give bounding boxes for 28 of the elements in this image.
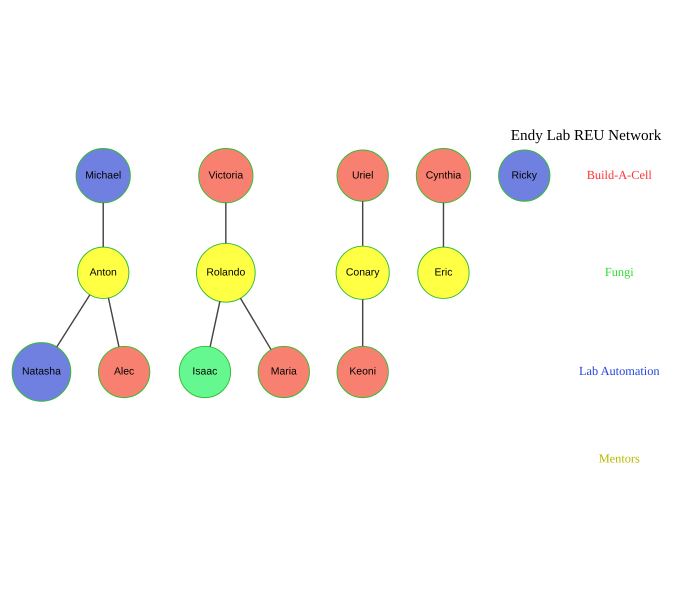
- connector: [56, 294, 90, 348]
- connector: [442, 202, 444, 247]
- node-circle: Ricky: [498, 150, 550, 202]
- node-circle: Michael: [76, 148, 131, 204]
- connector: [108, 298, 120, 347]
- legend-label: Build-A-Cell: [586, 168, 652, 182]
- node-circle: Conary: [336, 246, 390, 300]
- node-circle: Eric: [417, 246, 470, 299]
- diagram-title: Endy Lab REU Network: [510, 126, 662, 144]
- node-circle: Alec: [98, 346, 150, 398]
- connector: [209, 301, 221, 347]
- node-circle: Isaac: [178, 346, 232, 398]
- node-circle: Natasha: [12, 342, 72, 402]
- node-circle: Victoria: [198, 148, 254, 204]
- node-circle: Keoni: [336, 346, 389, 398]
- connector: [102, 202, 104, 247]
- node-circle: Anton: [77, 246, 130, 299]
- connector: [240, 298, 272, 350]
- legend-label: Mentors: [598, 451, 640, 466]
- node-circle: Cynthia: [416, 148, 472, 204]
- node-circle: Uriel: [336, 150, 389, 202]
- legend-label: Lab Automation: [579, 364, 660, 378]
- node-circle: Maria: [258, 346, 310, 398]
- legend-label: Fungi: [604, 265, 634, 279]
- connector: [225, 202, 227, 244]
- connector: [362, 300, 364, 346]
- node-circle: Rolando: [196, 242, 256, 303]
- connector: [362, 201, 364, 246]
